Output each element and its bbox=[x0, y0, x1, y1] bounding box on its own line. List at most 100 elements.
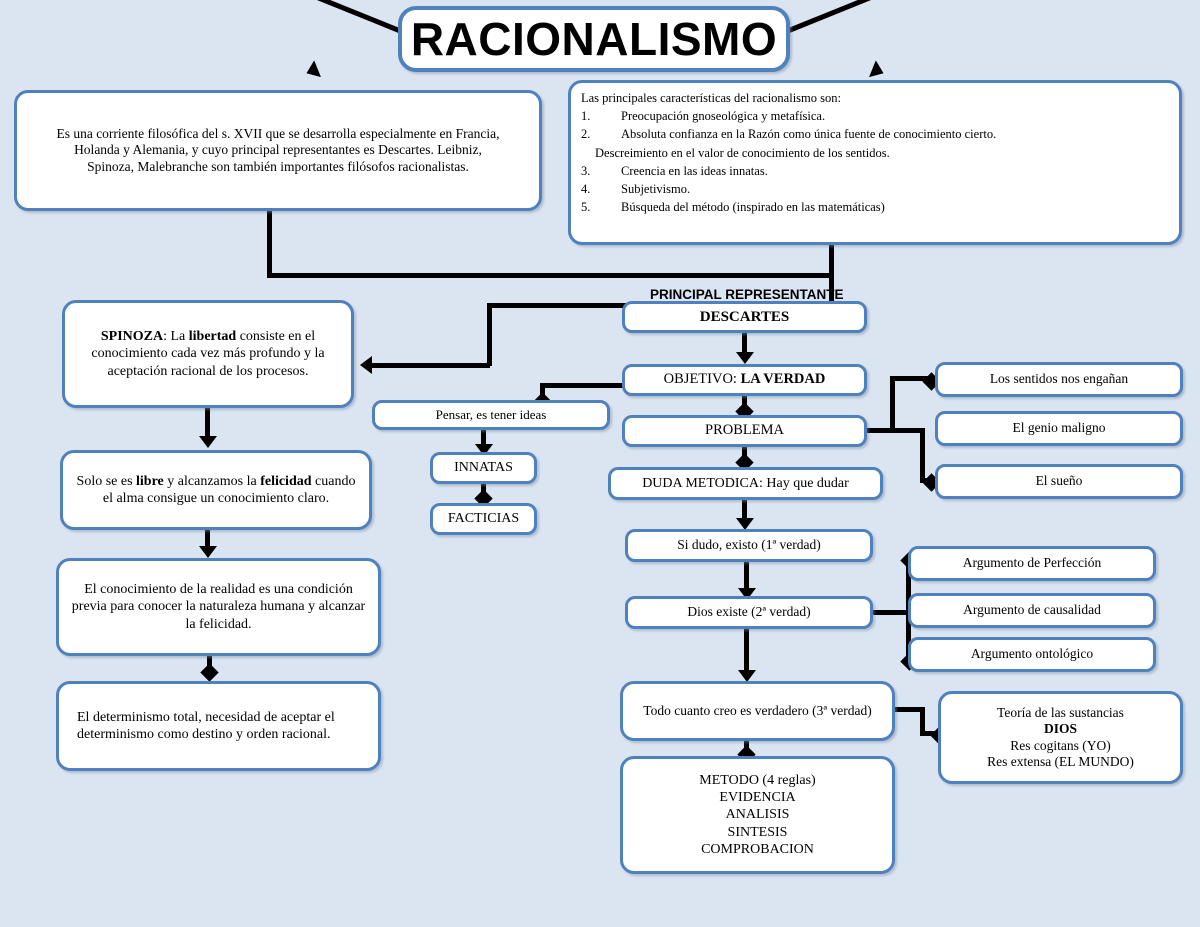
sustancias-line-3: Res cogitans (YO) bbox=[1010, 737, 1111, 753]
facticias-label: FACTICIAS bbox=[447, 511, 520, 527]
list-item-number: 4. bbox=[581, 181, 591, 196]
verdad2-label: Dios existe (2ª verdad) bbox=[687, 604, 811, 620]
connector-bus-to-descartes bbox=[829, 273, 834, 303]
node-argumento-causalidad[interactable]: Argumento de causalidad bbox=[908, 593, 1156, 628]
connector-to-spinoza-v bbox=[487, 303, 492, 366]
arrowhead-box2-to-box3 bbox=[199, 546, 217, 558]
node-conocimiento-realidad[interactable]: El conocimiento de la realidad es una co… bbox=[56, 558, 381, 656]
connector-definition-down bbox=[267, 210, 272, 278]
node-libre-felicidad[interactable]: Solo se es libre y alcanzamos la felicid… bbox=[60, 450, 372, 530]
node-innatas[interactable]: INNATAS bbox=[430, 452, 537, 484]
node-argumento-ontologico[interactable]: Argumento ontológico bbox=[908, 637, 1156, 672]
connector-problema-branch-up-v bbox=[890, 376, 895, 430]
list-item-text: Creencia en las ideas innatas. bbox=[621, 163, 768, 178]
node-los-sentidos[interactable]: Los sentidos nos engañan bbox=[935, 362, 1183, 397]
verdad1-label: Si dudo, existo (1ª verdad) bbox=[677, 537, 821, 553]
connector-descartes-to-objetivo bbox=[742, 333, 747, 358]
node-genio-maligno[interactable]: El genio maligno bbox=[935, 411, 1183, 446]
list-item-number: 5. bbox=[581, 199, 591, 214]
arrowhead-to-spinoza bbox=[360, 356, 372, 374]
metodo-line-2: EVIDENCIA bbox=[719, 790, 796, 806]
connector-problema-branch-down-v bbox=[920, 428, 925, 482]
arrowhead-duda-to-verdad1 bbox=[736, 518, 754, 530]
metodo-line-1: METODO (4 reglas) bbox=[699, 773, 816, 789]
node-metodo[interactable]: METODO (4 reglas) EVIDENCIA ANALISIS SIN… bbox=[620, 756, 895, 874]
list-item-number: 3. bbox=[581, 163, 591, 178]
list-item-number: 2. bbox=[581, 127, 591, 142]
title-text: RACIONALISMO bbox=[410, 12, 778, 65]
list-item: 3. Creencia en las ideas innatas. bbox=[581, 162, 1169, 180]
conocimiento-text: El conocimiento de la realidad es una co… bbox=[71, 582, 366, 632]
node-duda-metodica[interactable]: DUDA METODICA: Hay que dudar bbox=[608, 467, 883, 500]
spinoza-bold-libertad: libertad bbox=[188, 329, 237, 345]
sueno-label: El sueño bbox=[1035, 473, 1083, 489]
node-el-sueno[interactable]: El sueño bbox=[935, 464, 1183, 499]
metodo-line-5: COMPROBACION bbox=[701, 841, 814, 857]
node-verdad-2[interactable]: Dios existe (2ª verdad) bbox=[625, 596, 873, 629]
innatas-label: INNATAS bbox=[454, 460, 513, 476]
connector-title-to-characteristics-h bbox=[783, 0, 882, 35]
connector-title-to-characteristics-head bbox=[869, 60, 887, 82]
connector-verdad3-to-sustancias-h1 bbox=[893, 707, 925, 712]
metodo-line-3: ANALISIS bbox=[725, 807, 790, 823]
descartes-label: DESCARTES bbox=[699, 308, 790, 325]
sustancias-line-1: Teoría de las sustancias bbox=[997, 704, 1124, 720]
perfeccion-label: Argumento de Perfección bbox=[962, 555, 1102, 571]
node-title-racionalismo[interactable]: RACIONALISMO bbox=[398, 6, 790, 72]
sustancias-line-4: Res extensa (EL MUNDO) bbox=[987, 753, 1134, 769]
objetivo-bold: LA VERDAD bbox=[740, 371, 826, 388]
duda-label: DUDA METODICA: Hay que dudar bbox=[642, 475, 849, 491]
libre-bold: libre bbox=[136, 473, 164, 489]
verdad3-label: Todo cuanto creo es verdadero (3ª verdad… bbox=[643, 702, 872, 718]
objetivo-prefix: OBJETIVO: bbox=[663, 371, 741, 388]
node-argumento-perfeccion[interactable]: Argumento de Perfección bbox=[908, 546, 1156, 581]
connector-duda-to-verdad1 bbox=[742, 500, 747, 522]
list-item: 4. Subjetivismo. bbox=[581, 180, 1169, 198]
list-item: 1. Preocupación gnoseológica y metafísica… bbox=[581, 107, 1169, 125]
connector-to-spinoza-top-h bbox=[487, 303, 637, 308]
node-definition[interactable]: Es una corriente filosófica del s. XVII … bbox=[14, 90, 542, 211]
node-pensar-es-tener-ideas[interactable]: Pensar, es tener ideas bbox=[372, 400, 610, 430]
connector-title-to-definition-h bbox=[306, 0, 405, 35]
node-verdad-1[interactable]: Si dudo, existo (1ª verdad) bbox=[625, 529, 873, 562]
felicidad-bold: felicidad bbox=[260, 473, 312, 489]
list-item-text: Descreimiento en el valor de conocimient… bbox=[595, 145, 890, 160]
node-verdad-3[interactable]: Todo cuanto creo es verdadero (3ª verdad… bbox=[620, 681, 895, 741]
node-spinoza[interactable]: SPINOZA: La libertad consiste en el cono… bbox=[62, 300, 354, 408]
node-determinismo[interactable]: El determinismo total, necesidad de acep… bbox=[56, 681, 381, 771]
node-objetivo-la-verdad[interactable]: OBJETIVO: LA VERDAD bbox=[622, 364, 867, 396]
causalidad-label: Argumento de causalidad bbox=[963, 602, 1101, 618]
node-teoria-sustancias[interactable]: Teoría de las sustancias DIOS Res cogita… bbox=[938, 691, 1183, 784]
node-characteristics[interactable]: Las principales características del raci… bbox=[568, 80, 1182, 245]
determinismo-text: El determinismo total, necesidad de acep… bbox=[77, 709, 335, 742]
spinoza-text: SPINOZA: La libertad consiste en el cono… bbox=[73, 328, 343, 379]
list-item: 5. Búsqueda del método (inspirado en las … bbox=[581, 198, 1169, 216]
list-item-text: Preocupación gnoseológica y metafísica. bbox=[621, 109, 826, 124]
list-item-text: Subjetivismo. bbox=[621, 181, 691, 196]
node-facticias[interactable]: FACTICIAS bbox=[430, 503, 537, 535]
connector-dios-out-h bbox=[871, 610, 909, 615]
metodo-line-4: SINTESIS bbox=[727, 824, 788, 840]
libre-mid: y alcanzamos la bbox=[163, 473, 261, 489]
definition-line-1: Es una corriente filosófica del s. XVII … bbox=[56, 125, 500, 141]
connector-objetivo-to-pensar-h bbox=[540, 383, 626, 388]
genio-label: El genio maligno bbox=[1012, 420, 1106, 436]
list-item-text: Búsqueda del método (inspirado en las ma… bbox=[621, 199, 885, 214]
connector-problema-to-sentidos-h bbox=[890, 376, 932, 381]
objetivo-label: OBJETIVO: LA VERDAD bbox=[633, 371, 856, 389]
caption-text: PRINCIPAL REPRESENTANTE bbox=[650, 287, 844, 302]
list-item-text: Absoluta confianza en la Razón como únic… bbox=[621, 127, 997, 142]
spinoza-mid: : La bbox=[163, 329, 189, 345]
connector-box2-to-box3 bbox=[205, 530, 210, 552]
connector-definition-right bbox=[267, 273, 834, 278]
arrowhead-verdad2-to-verdad3 bbox=[738, 670, 756, 682]
list-item: 2. Absoluta confianza en la Razón como ún… bbox=[581, 125, 1169, 143]
connector-to-spinoza-bottom-h bbox=[372, 363, 490, 368]
problema-label: PROBLEMA bbox=[705, 422, 784, 439]
list-item-number: 1. bbox=[581, 109, 591, 124]
node-problema[interactable]: PROBLEMA bbox=[622, 415, 867, 447]
spinoza-bold-name: SPINOZA bbox=[100, 329, 164, 345]
node-descartes[interactable]: DESCARTES bbox=[622, 301, 867, 333]
connector-verdad1-to-verdad2 bbox=[744, 562, 749, 594]
